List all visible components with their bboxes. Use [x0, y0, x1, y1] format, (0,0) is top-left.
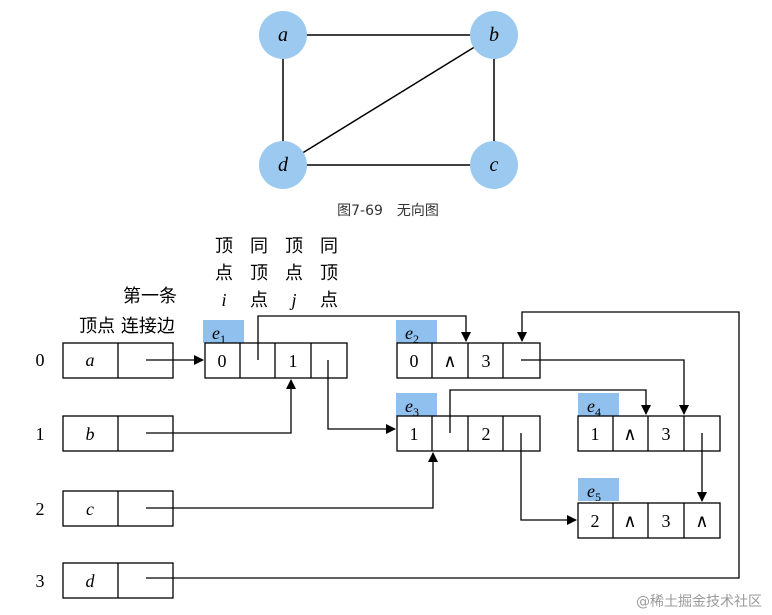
edge-tag-e2-bg	[396, 320, 437, 343]
vertex-label-c: c	[86, 499, 94, 519]
graph-nodes: a b c d	[259, 11, 518, 189]
edge-tag-e1-bg	[203, 320, 244, 343]
e5-cell-jvex: 3	[662, 511, 671, 531]
arrow-c-to-e3	[146, 452, 438, 509]
header-same-i-3: 点	[250, 290, 268, 311]
edge-b-d	[282, 34, 495, 166]
vertex-table-text: 0 1 2 3 a b c d	[36, 350, 96, 591]
header-same-j-2: 顶	[320, 263, 338, 284]
edge-node-e5	[577, 502, 721, 539]
edge-tags: e1 e2 e3 e4 e5	[203, 320, 619, 504]
watermark: @稀土掘金技术社区	[636, 594, 762, 610]
header-same-j-1: 同	[320, 236, 338, 257]
vertex-label-b: b	[86, 424, 95, 444]
e3-cell-jvex: 2	[482, 424, 491, 444]
header-same-j-3: 点	[320, 290, 338, 311]
vertex-index-3: 3	[36, 571, 45, 591]
e4-cell-jvex: 3	[662, 424, 671, 444]
e2-cell-jvex: 3	[482, 351, 491, 371]
e4-cell-ivex: 1	[591, 424, 600, 444]
vertex-table	[62, 342, 174, 599]
arrow-e3-jlink-to-e5	[520, 433, 577, 525]
vertex-index-1: 1	[36, 424, 45, 444]
node-b-label: b	[489, 24, 499, 46]
edge-tag-e3-bg	[396, 393, 437, 416]
edge-nodes	[204, 342, 721, 539]
edge-tag-e5: e5	[587, 481, 601, 504]
arrow-e1-jlink-to-e3	[327, 360, 396, 434]
header-same-i-1: 同	[250, 236, 268, 257]
header-first-edge-2: 顶点 连接边	[79, 316, 175, 337]
vertex-index-0: 0	[36, 350, 45, 370]
edge-tag-e4: e4	[587, 396, 601, 419]
header-vertex-i-1: 顶	[215, 236, 233, 257]
e1-cell-jvex: 1	[289, 351, 298, 371]
edge-cell-text: 0 1 0 ∧ 3 1 2 1 ∧ 3 2 ∧ 3 ∧	[218, 351, 709, 531]
header-vertex-i-3: i	[221, 290, 226, 310]
node-a	[259, 11, 307, 59]
arrow-e3-ilink-to-e4	[449, 389, 651, 433]
e2-cell-ivex: 0	[410, 351, 419, 371]
node-d	[259, 141, 307, 189]
edge-node-e4	[577, 415, 721, 452]
e1-cell-ivex: 0	[218, 351, 227, 371]
e5-cell-jlink: ∧	[695, 511, 708, 531]
arrow-b-to-e1	[146, 379, 296, 434]
undirected-graph	[282, 34, 495, 166]
vertex-index-2: 2	[36, 499, 45, 519]
e4-cell-ilink: ∧	[623, 424, 636, 444]
node-c-label: c	[490, 154, 499, 176]
figure-caption: 图7-69 无向图	[337, 203, 439, 219]
pointer-arrows	[146, 311, 740, 579]
header-vertex-j-3: j	[289, 290, 296, 310]
edge-tag-e4-bg	[578, 393, 619, 416]
arrow-e2-jlink-to-e4	[521, 359, 689, 415]
edge-node-e3	[396, 415, 541, 452]
node-b	[470, 11, 518, 59]
node-c	[470, 141, 518, 189]
edge-tag-e1: e1	[212, 323, 226, 346]
node-a-label: a	[278, 24, 288, 46]
header-first-edge-1: 第一条	[123, 286, 177, 307]
edge-tag-e5-bg	[578, 478, 619, 501]
arrow-d-to-e2	[146, 311, 740, 579]
edge-tag-e3: e3	[405, 396, 419, 419]
vertex-label-a: a	[86, 350, 95, 370]
e3-cell-ivex: 1	[410, 424, 419, 444]
header-vertex-i-2: 点	[215, 263, 233, 284]
node-d-label: d	[278, 154, 289, 176]
edge-node-e1	[204, 342, 348, 379]
e5-cell-ivex: 2	[591, 511, 600, 531]
e2-cell-ilink: ∧	[443, 351, 456, 371]
header-vertex-j-1: 顶	[285, 236, 303, 257]
header-vertex-j-2: 点	[285, 263, 303, 284]
arrow-e1-ilink-to-e2	[257, 315, 471, 360]
edge-tag-e2: e2	[405, 323, 419, 346]
vertex-label-d: d	[86, 571, 96, 591]
header-same-i-2: 顶	[250, 263, 268, 284]
e5-cell-ilink: ∧	[623, 511, 636, 531]
column-headers: 顶 点 i 同 顶 点 顶 点 j 同 顶 点 第一条 顶点 连接边	[79, 236, 338, 337]
